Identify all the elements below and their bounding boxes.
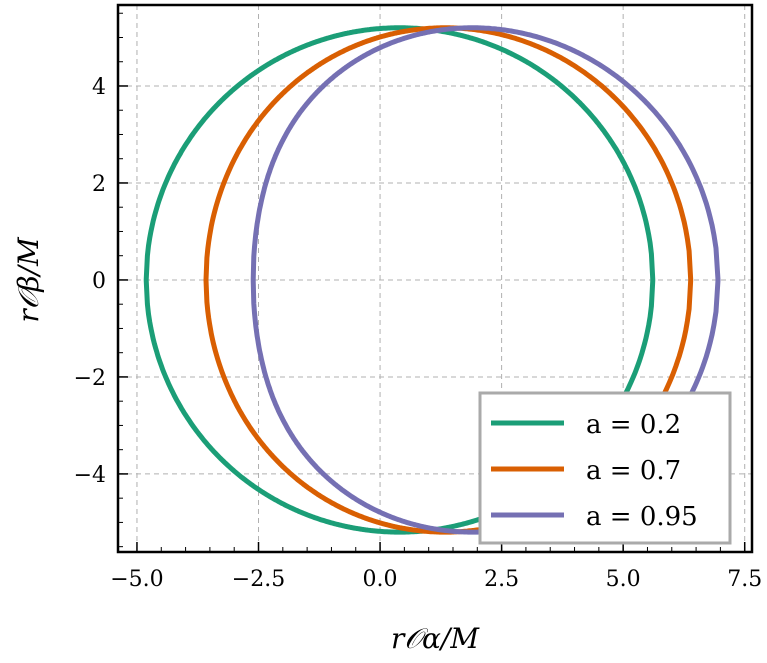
x-axis-label: r𝒪α/M bbox=[391, 622, 480, 655]
y-tick-label: 2 bbox=[92, 172, 106, 197]
shadow-curve-2 bbox=[250, 25, 721, 535]
x-tick-label: 7.5 bbox=[727, 567, 762, 592]
plot-frame bbox=[116, 3, 754, 554]
x-tick-label: 5.0 bbox=[606, 567, 641, 592]
shadow-curve-1 bbox=[203, 25, 694, 535]
x-tick-label: 0.0 bbox=[363, 567, 398, 592]
legend: a = 0.2 a = 0.7 a = 0.95 bbox=[478, 391, 732, 545]
legend-label: a = 0.2 bbox=[586, 410, 681, 440]
legend-label: a = 0.95 bbox=[586, 502, 698, 532]
x-tick-label: −2.5 bbox=[232, 567, 285, 592]
y-axis-label: r𝒪β/M bbox=[12, 236, 45, 323]
legend-label: a = 0.7 bbox=[586, 456, 681, 486]
y-tick-label: −2 bbox=[74, 366, 106, 391]
grid bbox=[118, 5, 752, 552]
shadow-curve-0 bbox=[143, 25, 656, 535]
y-tick-label: 4 bbox=[92, 75, 106, 100]
x-tick-label: 2.5 bbox=[484, 567, 519, 592]
y-tick-label: 0 bbox=[92, 269, 106, 294]
curves bbox=[143, 25, 721, 535]
x-tick-label: −5.0 bbox=[110, 567, 163, 592]
y-tick-label: −4 bbox=[74, 463, 106, 488]
